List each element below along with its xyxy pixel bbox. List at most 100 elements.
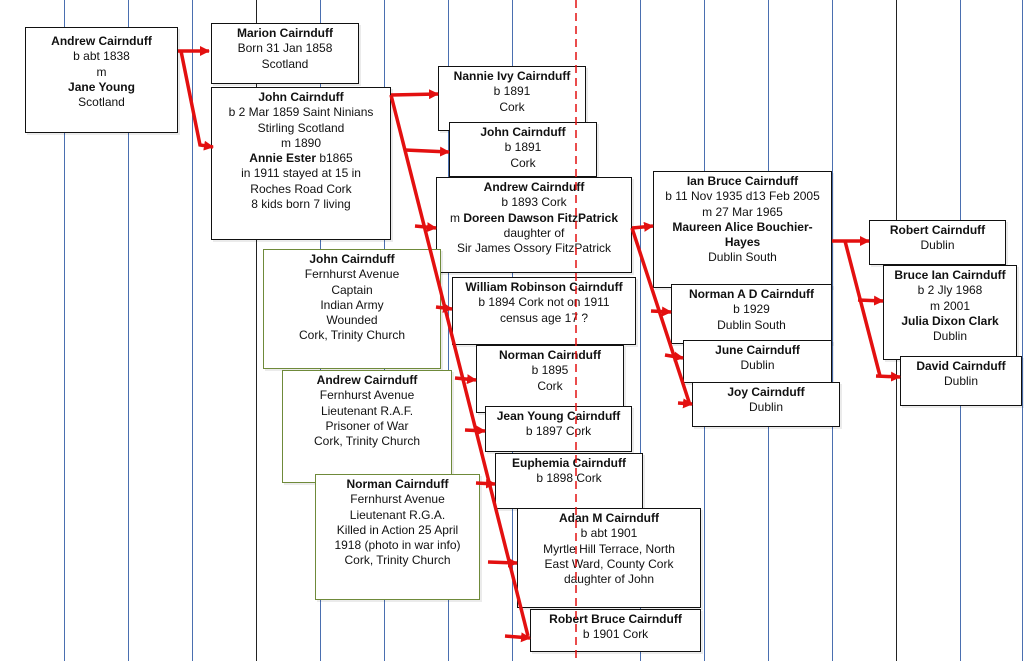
- line-text: Norman Cairnduff: [346, 477, 449, 491]
- line-text: b 1893 Cork: [501, 195, 567, 210]
- connector-andrew-john: [179, 50, 214, 151]
- line-text: Myrtle Hill Terrace, North: [543, 541, 675, 556]
- person-detail: in 1911 stayed at 15 in: [212, 166, 390, 181]
- line-text: b 1897 Cork: [525, 424, 592, 439]
- line-text: Robert Bruce Cairnduff: [549, 612, 682, 626]
- line-suffix: b1865: [315, 151, 353, 166]
- person-detail: b 2 Jly 1968: [884, 283, 1016, 298]
- line-text: daughter of John: [563, 572, 655, 587]
- person-name: Norman A D Cairnduff: [672, 287, 831, 302]
- line-text: b abt 1901: [580, 526, 638, 541]
- person-detail: Fernhurst Avenue: [264, 267, 440, 282]
- person-detail: b 1894 Cork not on 1911: [453, 295, 635, 310]
- person-detail: b 11 Nov 1935 d13 Feb 2005: [654, 189, 831, 204]
- line-text: Bruce Ian Cairnduff: [894, 268, 1006, 282]
- line-text: William Robinson Cairnduff: [465, 280, 623, 294]
- line-text: Euphemia Cairnduff: [511, 456, 626, 470]
- line-text: Adan M Cairnduff: [559, 511, 659, 525]
- person-detail: Dublin: [693, 400, 839, 415]
- connector-andrew-norman-ad: [650, 306, 672, 317]
- line-text: Fernhurst Avenue: [304, 267, 400, 282]
- connector-andrew-ian: [631, 221, 654, 232]
- line-text: 8 kids born 7 living: [251, 197, 351, 212]
- person-detail: 1918 (photo in war info): [316, 538, 479, 553]
- person-detail: Cork: [477, 379, 623, 394]
- person-name: Jean Young Cairnduff: [486, 409, 631, 424]
- line-text: Indian Army: [320, 297, 384, 312]
- grid-line: [64, 0, 65, 661]
- line-text: Sir James Ossory FitzPatrick: [456, 241, 612, 256]
- line-text: John Cairnduff: [480, 125, 566, 139]
- line-text: Born 31 Jan 1858: [237, 41, 333, 56]
- person-detail: b 1893 Cork: [437, 195, 631, 210]
- person-detail: Cork, Trinity Church: [316, 553, 479, 568]
- line-text: Julia Dixon Clark: [901, 313, 999, 328]
- line-text: Dublin: [748, 400, 784, 415]
- person-detail: Scotland: [212, 57, 358, 72]
- line-text: Killed in Action 25 April: [336, 522, 459, 537]
- person-detail: Lieutenant R.G.A.: [316, 508, 479, 523]
- person-detail: 8 kids born 7 living: [212, 197, 390, 212]
- line-text: East Ward, County Cork: [544, 556, 674, 571]
- person-detail: Myrtle Hill Terrace, North: [518, 542, 700, 557]
- line-text: Scotland: [261, 56, 309, 71]
- connector-andrew-joy: [677, 398, 693, 409]
- person-detail: m 27 Mar 1965: [654, 205, 831, 220]
- person-detail: Julia Dixon Clark: [884, 314, 1016, 329]
- line-text: b 1891: [504, 140, 542, 155]
- line-text: b 1929: [733, 302, 770, 317]
- line-text: Dublin: [740, 358, 775, 373]
- line-text: Prisoner of War: [325, 418, 409, 433]
- person-name: Norman Cairnduff: [477, 348, 623, 363]
- line-text: b 1901 Cork: [582, 627, 649, 642]
- line-text: m 2001: [929, 298, 971, 313]
- person-detail: b 1891: [439, 84, 585, 99]
- line-text: Scotland: [78, 95, 125, 110]
- person-name: Nannie Ivy Cairnduff: [439, 69, 585, 84]
- grid-line: [1022, 0, 1023, 661]
- line-text: Ian Bruce Cairnduff: [686, 174, 799, 188]
- line-text: b 1895: [531, 363, 569, 378]
- person-name: Andrew Cairnduff: [283, 373, 451, 388]
- line-text: b 2 Mar 1859 Saint Ninians: [228, 105, 374, 120]
- person-detail: Fernhurst Avenue: [316, 492, 479, 507]
- line-text: Cork, Trinity Church: [344, 553, 451, 568]
- line-text: Roches Road Cork: [250, 181, 352, 196]
- person-detail: b 1901 Cork: [531, 627, 700, 642]
- person-name: Robert Cairnduff: [870, 223, 1005, 238]
- line-text: Robert Cairnduff: [889, 223, 986, 237]
- person-detail: East Ward, County Cork: [518, 557, 700, 572]
- line-text: Cork, Trinity Church: [298, 328, 406, 343]
- line-text: Maureen Alice Bouchier-: [672, 219, 813, 234]
- connector-ian-bruce-ian: [857, 295, 884, 306]
- line-text: Dublin: [943, 374, 979, 389]
- line-text: Lieutenant R.G.A.: [349, 507, 446, 522]
- line-text: John Cairnduff: [258, 90, 344, 104]
- line-text: June Cairnduff: [715, 343, 800, 357]
- person-detail: b 1895: [477, 363, 623, 378]
- connector-john-robert-bruce: [504, 632, 531, 643]
- line-text: Hayes: [724, 235, 761, 250]
- line-text: Dublin: [920, 238, 955, 253]
- line-text: Norman A D Cairnduff: [688, 287, 815, 301]
- person-name: William Robinson Cairnduff: [453, 280, 635, 295]
- person-detail: Roches Road Cork: [212, 182, 390, 197]
- person-detail: b 1898 Cork: [496, 471, 642, 486]
- line-text: David Cairnduff: [916, 359, 1006, 373]
- person-name: Marion Cairnduff: [212, 26, 358, 41]
- line-text: Stirling Scotland: [257, 120, 345, 135]
- person-name: Robert Bruce Cairnduff: [531, 612, 700, 627]
- person-detail: Dublin South: [672, 318, 831, 333]
- line-text: Marion Cairnduff: [237, 26, 333, 40]
- person-detail: Killed in Action 25 April: [316, 523, 479, 538]
- line-text: daughter of: [503, 225, 565, 240]
